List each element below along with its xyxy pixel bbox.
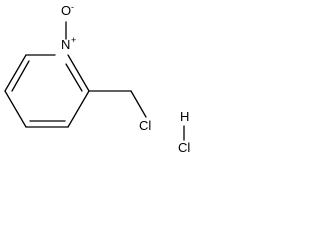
chemical-structure: N + O - Cl H Cl: [4, 2, 190, 155]
chloromethyl-chlorine-label: Cl: [139, 118, 151, 133]
nitrogen-label: N: [61, 37, 70, 52]
double-bond-n-c2: [65, 63, 83, 92]
hydrogen-label: H: [180, 109, 189, 124]
nitrogen-charge: +: [71, 35, 76, 45]
double-bond-c5-c6: [11, 60, 30, 92]
bond-n-c2: [67, 54, 90, 92]
bond-ch2-cl: [130, 90, 147, 118]
oxygen-label: O: [61, 3, 71, 18]
bond-c2-c3: [67, 90, 90, 128]
bond-c4-c5: [4, 90, 27, 128]
oxygen-charge: -: [71, 2, 74, 12]
hcl-chlorine-label: Cl: [178, 140, 190, 155]
bond-c5-c6: [4, 54, 27, 92]
